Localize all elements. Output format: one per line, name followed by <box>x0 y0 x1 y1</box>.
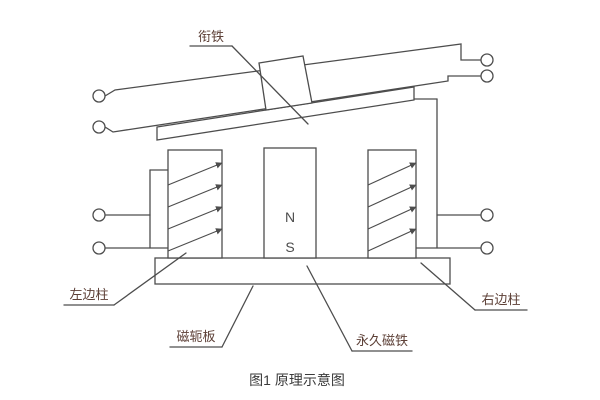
left-winding-line <box>167 184 223 208</box>
right-winding-line <box>367 162 417 186</box>
armature-label: 衔铁 <box>198 29 224 44</box>
armature-leader-line <box>231 45 309 125</box>
permanent-magnet-leader-line <box>306 265 353 352</box>
armature-block <box>258 55 313 111</box>
label-yoke-plate: 磁轭板 <box>169 285 254 348</box>
permanent-magnet-label: 永久磁铁 <box>356 333 408 348</box>
armature-bar <box>156 86 415 141</box>
label-armature: 衔铁 <box>189 29 309 125</box>
terminal-left-4 <box>92 241 106 255</box>
yoke-plate <box>154 257 451 285</box>
terminal-left-2 <box>92 120 106 134</box>
left-column-leader-line <box>113 252 187 306</box>
label-right-column: 右边柱 <box>420 262 528 311</box>
magnet-south-pole: S <box>285 239 294 255</box>
lower-contact-spring <box>104 75 482 133</box>
terminal-right-3 <box>480 208 494 222</box>
yoke-plate-label: 磁轭板 <box>176 329 215 344</box>
terminal-right-2 <box>480 69 494 83</box>
terminals-right <box>480 53 494 255</box>
left-winding-line <box>167 162 223 186</box>
right-winding-line <box>367 206 417 230</box>
magnet-north-pole: N <box>285 209 295 225</box>
yoke-plate-body <box>154 257 451 285</box>
wiring <box>104 43 482 249</box>
terminal-left-1 <box>92 89 106 103</box>
permanent-magnet: N S <box>263 147 317 259</box>
left-coil <box>167 149 223 259</box>
right-winding-line <box>367 184 417 208</box>
left-column-label: 左边柱 <box>69 287 108 302</box>
upper-contact-spring <box>104 43 482 97</box>
terminal-left-3 <box>92 208 106 222</box>
magnet-body <box>263 147 317 259</box>
yoke-plate-leader-line <box>221 285 254 348</box>
right-column-leader-line <box>420 262 476 311</box>
label-left-column: 左边柱 <box>63 252 187 306</box>
armature <box>156 55 415 141</box>
terminal-right-4 <box>480 241 494 255</box>
terminal-right-1 <box>480 53 494 67</box>
label-permanent-magnet: 永久磁铁 <box>306 265 413 352</box>
right-coil <box>367 149 417 259</box>
right-winding-line <box>367 228 417 252</box>
left-winding-line <box>167 228 223 252</box>
left-winding-line <box>167 206 223 230</box>
terminals-left <box>92 89 106 255</box>
figure-caption: 图1 原理示意图 <box>249 372 345 388</box>
right-column-label: 右边柱 <box>481 292 520 307</box>
